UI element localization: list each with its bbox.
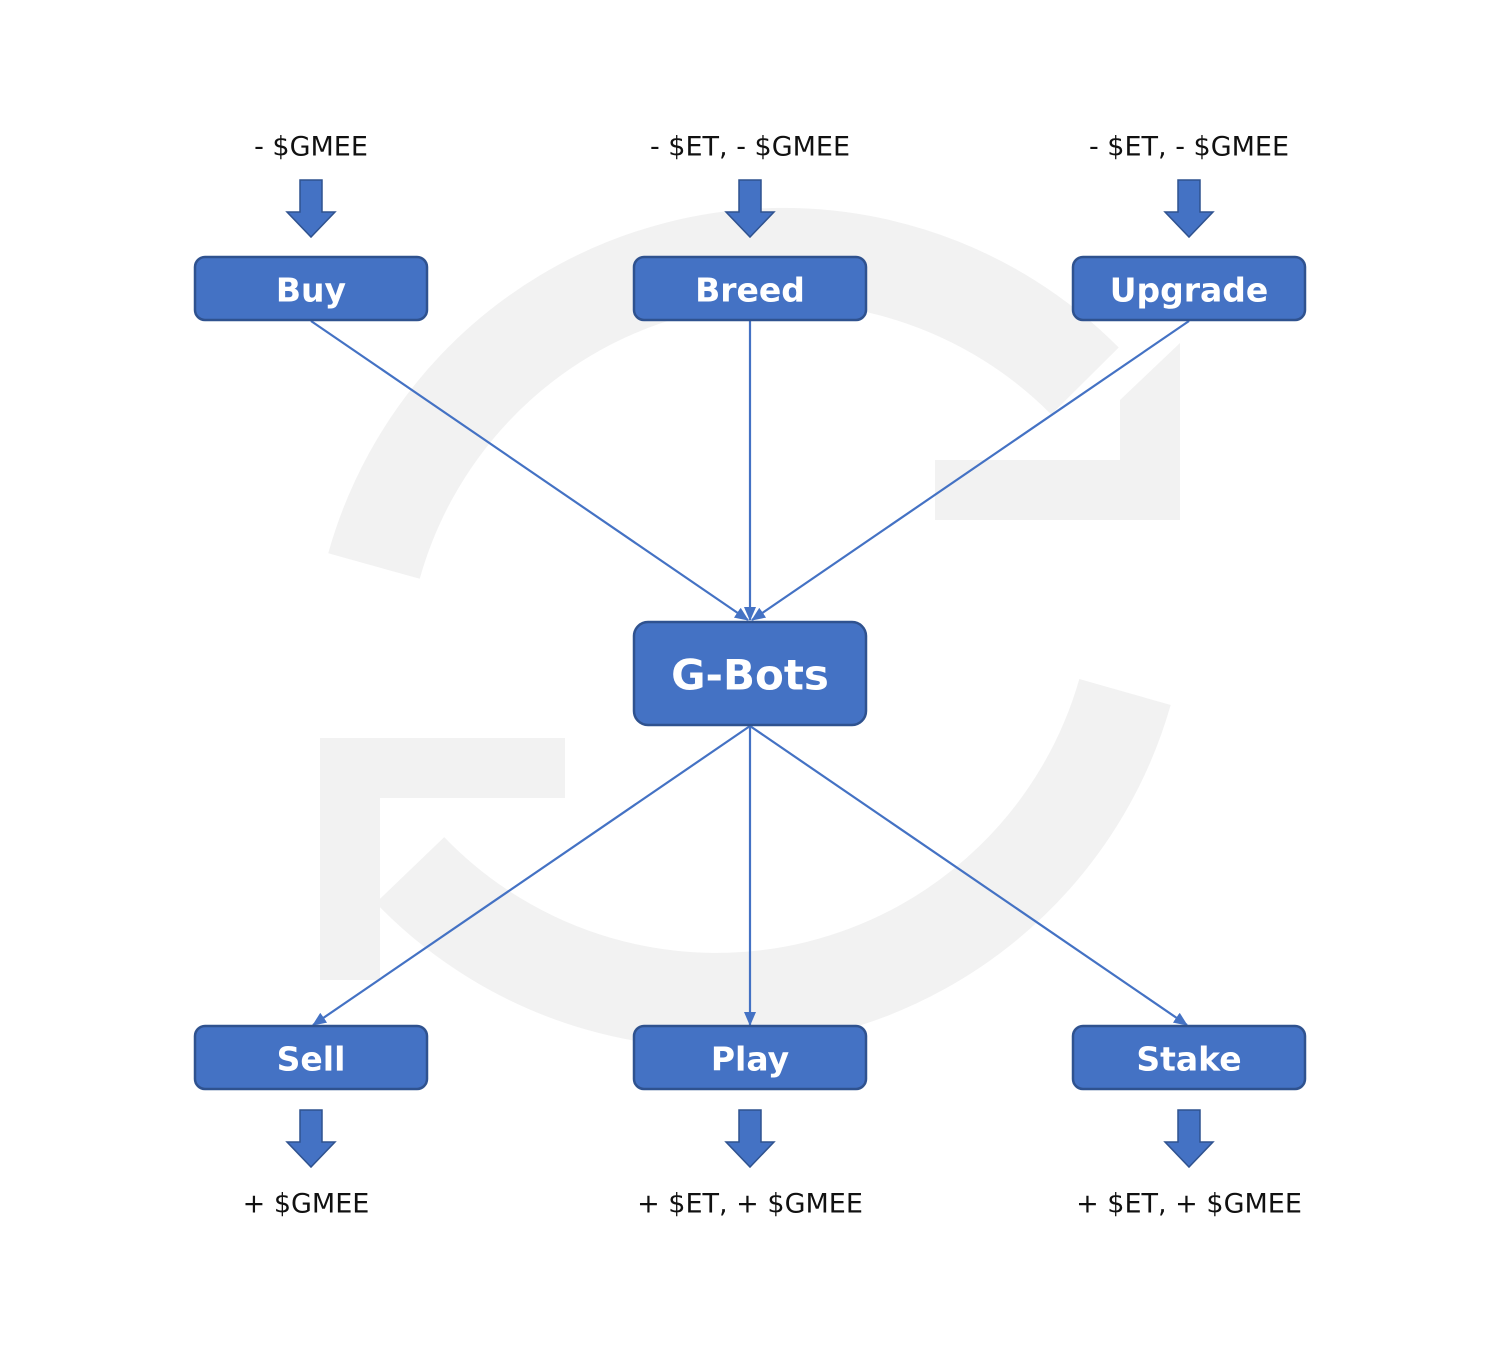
edge-upgrade-to-gbots bbox=[751, 320, 1190, 621]
node-breed: Breed bbox=[632, 255, 868, 322]
down-block-arrow-icon bbox=[724, 1109, 776, 1169]
node-buy: Buy bbox=[193, 255, 429, 322]
play-token-change: + $ET, + $GMEE bbox=[637, 1189, 863, 1220]
edge-buy-to-gbots bbox=[310, 320, 749, 621]
down-block-arrow-icon bbox=[724, 179, 776, 239]
node-buy-label: Buy bbox=[276, 271, 346, 310]
node-upgrade: Upgrade bbox=[1071, 255, 1307, 322]
node-upgrade-label: Upgrade bbox=[1110, 271, 1269, 310]
stake-token-change: + $ET, + $GMEE bbox=[1076, 1189, 1302, 1220]
input-token-labels: - $GMEE - $ET, - $GMEE - $ET, - $GMEE bbox=[254, 132, 1289, 163]
down-block-arrow-icon bbox=[1163, 179, 1215, 239]
node-play-label: Play bbox=[711, 1040, 789, 1079]
buy-token-change: - $GMEE bbox=[254, 132, 368, 163]
node-g-bots-label: G-Bots bbox=[671, 651, 829, 700]
node-stake: Stake bbox=[1071, 1024, 1307, 1091]
sell-token-change: + $GMEE bbox=[243, 1189, 370, 1220]
node-sell: Sell bbox=[193, 1024, 429, 1091]
node-sell-label: Sell bbox=[277, 1040, 346, 1079]
connectors bbox=[310, 320, 1190, 1026]
input-block-arrows bbox=[285, 179, 1215, 239]
upgrade-token-change: - $ET, - $GMEE bbox=[1089, 132, 1289, 163]
node-breed-label: Breed bbox=[695, 271, 805, 310]
down-block-arrow-icon bbox=[285, 1109, 337, 1169]
node-play: Play bbox=[632, 1024, 868, 1091]
node-stake-label: Stake bbox=[1136, 1040, 1241, 1079]
edge-gbots-to-sell bbox=[312, 725, 751, 1026]
edge-gbots-to-stake bbox=[749, 725, 1188, 1026]
node-g-bots: G-Bots bbox=[632, 620, 868, 727]
down-block-arrow-icon bbox=[1163, 1109, 1215, 1169]
down-block-arrow-icon bbox=[285, 179, 337, 239]
output-token-labels: + $GMEE + $ET, + $GMEE + $ET, + $GMEE bbox=[243, 1189, 1302, 1220]
output-block-arrows bbox=[285, 1109, 1215, 1169]
breed-token-change: - $ET, - $GMEE bbox=[650, 132, 850, 163]
